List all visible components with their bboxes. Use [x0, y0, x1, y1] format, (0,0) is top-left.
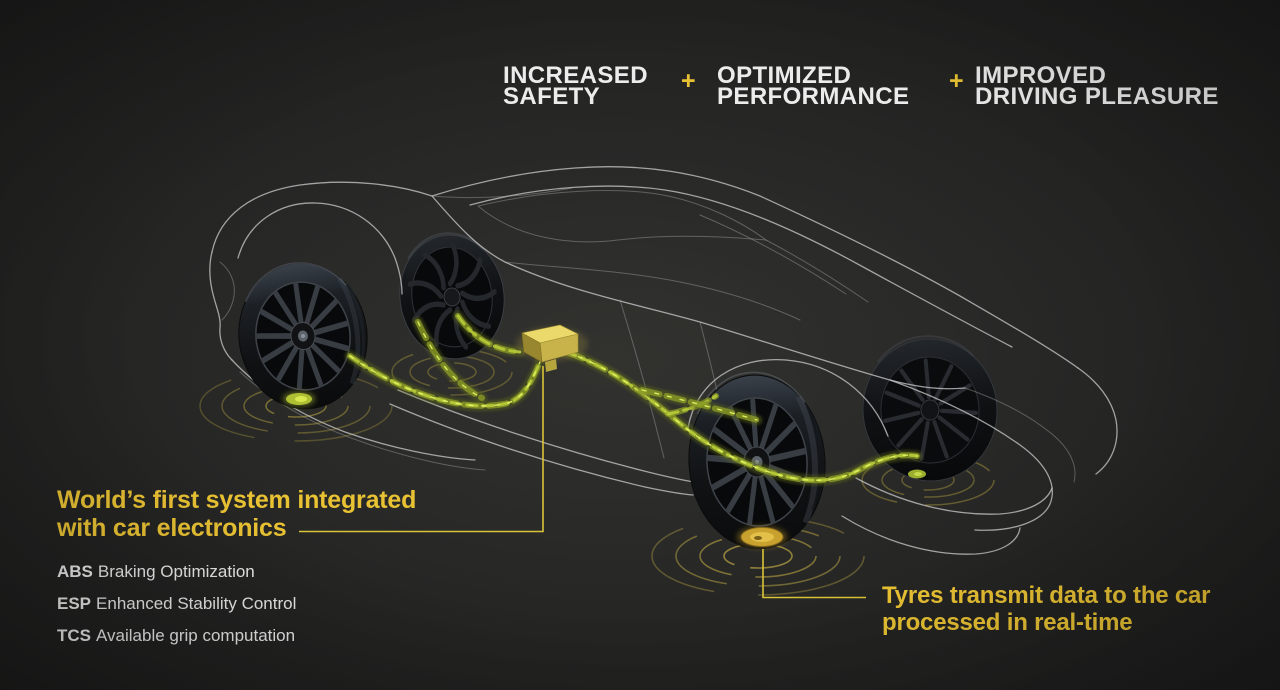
wheel-front-left — [238, 262, 368, 410]
feature-desc: Enhanced Stability Control — [96, 594, 297, 613]
feature-desc: Braking Optimization — [97, 562, 255, 581]
callout-system-integration: World’s first system integrated with car… — [57, 486, 416, 652]
feature-abbr: ABS — [57, 562, 93, 581]
callout-text-line: processed in real-time — [882, 609, 1133, 636]
header-benefit-performance: OPTIMIZED PERFORMANCE — [717, 62, 910, 110]
callout-line-sensor — [762, 549, 866, 599]
benefit-line: SAFETY — [503, 83, 601, 110]
benefit-line: INCREASED — [503, 62, 648, 89]
callout-title-line: World’s first system integrated — [57, 486, 417, 514]
header-benefit-safety: INCREASED SAFETY — [503, 62, 648, 110]
ecu-box-icon — [516, 324, 588, 372]
benefit-line: DRIVING PLEASURE — [975, 83, 1219, 110]
callout-title: World’s first system integrated with car… — [57, 486, 416, 542]
benefit-line: OPTIMIZED — [717, 62, 852, 89]
benefit-line: IMPROVED — [975, 62, 1107, 89]
callout-text-line: Tyres transmit data to the car — [882, 582, 1211, 609]
wheel-rear-left — [688, 371, 826, 550]
header-benefit-pleasure: IMPROVED DRIVING PLEASURE — [975, 62, 1219, 110]
plus-separator-icon: + — [681, 67, 696, 95]
tyre-sensor-icon — [908, 469, 926, 479]
plus-separator-icon: + — [949, 67, 964, 95]
callout-line-ecu — [299, 366, 544, 533]
feature-abbr: TCS — [57, 626, 91, 645]
feature-tcs: TCS Available grip computation — [57, 620, 416, 652]
tyre-sensor-icon — [737, 526, 787, 548]
callout-title-line: with car electronics — [57, 514, 287, 542]
callout-lines — [299, 366, 866, 599]
tyre-sensor-icon — [283, 392, 315, 406]
callout-tyre-data: Tyres transmit data to the car processed… — [882, 582, 1211, 636]
tyre-sensors — [283, 392, 926, 548]
feature-abbr: ESP — [57, 594, 92, 613]
benefit-line: PERFORMANCE — [717, 83, 910, 110]
feature-desc: Available grip computation — [96, 626, 296, 645]
